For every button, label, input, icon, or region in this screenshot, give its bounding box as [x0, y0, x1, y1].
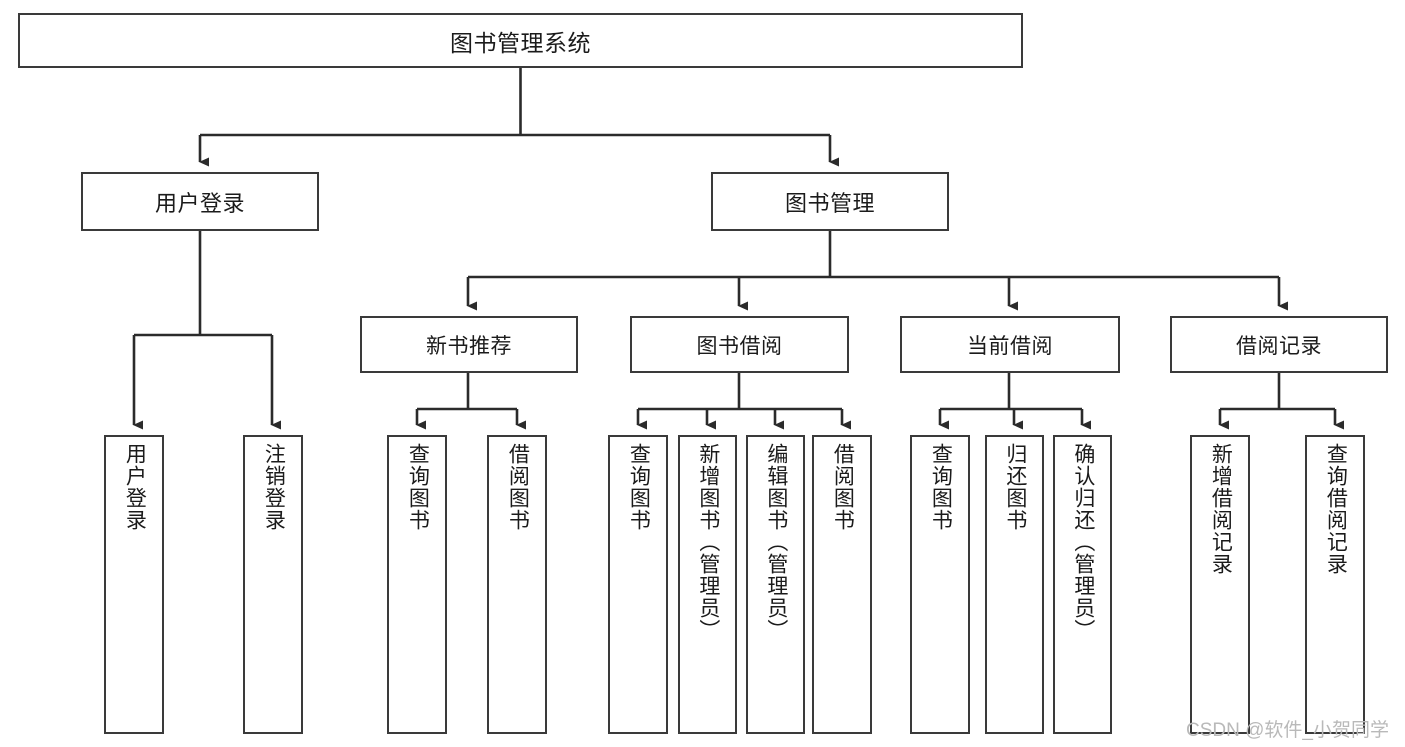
node-label: 新增图书（管理员）: [696, 443, 720, 641]
node-label: 查询图书: [406, 443, 430, 531]
node-label: 查询借阅记录: [1324, 443, 1348, 575]
node-label: 查询图书: [627, 443, 651, 531]
node-label: 归还图书: [1003, 443, 1027, 531]
node-label: 借阅图书: [831, 443, 855, 531]
node-label: 注销登录: [262, 443, 286, 531]
leaf-node[interactable]: 查询图书: [910, 435, 970, 734]
leaf-node[interactable]: 归还图书: [985, 435, 1044, 734]
node-label: 借阅图书: [506, 443, 530, 531]
node-label: 编辑图书（管理员）: [764, 443, 788, 641]
leaf-node[interactable]: 新增图书（管理员）: [678, 435, 737, 734]
node-book-borrowing[interactable]: 图书借阅: [630, 316, 849, 373]
node-borrow-records[interactable]: 借阅记录: [1170, 316, 1388, 373]
leaf-node[interactable]: 借阅图书: [487, 435, 547, 734]
leaf-node[interactable]: 确认归还（管理员）: [1053, 435, 1112, 734]
node-label: 图书管理: [784, 190, 875, 216]
edges-records-to-leaves: [1218, 373, 1344, 430]
edges-borrow-to-leaves: [636, 373, 851, 430]
leaf-node[interactable]: 查询图书: [608, 435, 668, 734]
edges-newbook-to-leaves: [415, 373, 526, 430]
edges-userlogin-to-leaves: [132, 231, 281, 430]
edges-current-to-leaves: [938, 373, 1091, 430]
node-label: 新书推荐: [426, 334, 512, 358]
node-label: 用户登录: [154, 190, 245, 216]
node-book-management[interactable]: 图书管理: [711, 172, 949, 231]
node-label: 确认归还（管理员）: [1071, 443, 1095, 641]
leaf-node[interactable]: 新增借阅记录: [1190, 435, 1250, 734]
node-label: 当前借阅: [967, 334, 1053, 358]
leaf-node[interactable]: 查询借阅记录: [1305, 435, 1365, 734]
node-root-system[interactable]: 图书管理系统: [18, 13, 1023, 68]
leaf-node[interactable]: 查询图书: [387, 435, 447, 734]
node-label: 借阅记录: [1236, 334, 1322, 358]
node-label: 查询图书: [929, 443, 953, 531]
node-label: 图书管理系统: [450, 29, 591, 56]
node-user-login[interactable]: 用户登录: [81, 172, 319, 231]
node-current-borrowing[interactable]: 当前借阅: [900, 316, 1120, 373]
leaf-node[interactable]: 注销登录: [243, 435, 303, 734]
leaf-node[interactable]: 借阅图书: [812, 435, 872, 734]
node-label: 用户登录: [123, 443, 147, 531]
leaf-node[interactable]: 编辑图书（管理员）: [746, 435, 805, 734]
node-label: 图书借阅: [696, 334, 783, 358]
leaf-node[interactable]: 用户登录: [104, 435, 164, 734]
edges-bookmgmt-to-level3: [466, 231, 1288, 311]
node-label: 新增借阅记录: [1209, 443, 1233, 575]
edges-root-to-level2: [198, 68, 839, 167]
node-new-book-recommendation[interactable]: 新书推荐: [360, 316, 578, 373]
